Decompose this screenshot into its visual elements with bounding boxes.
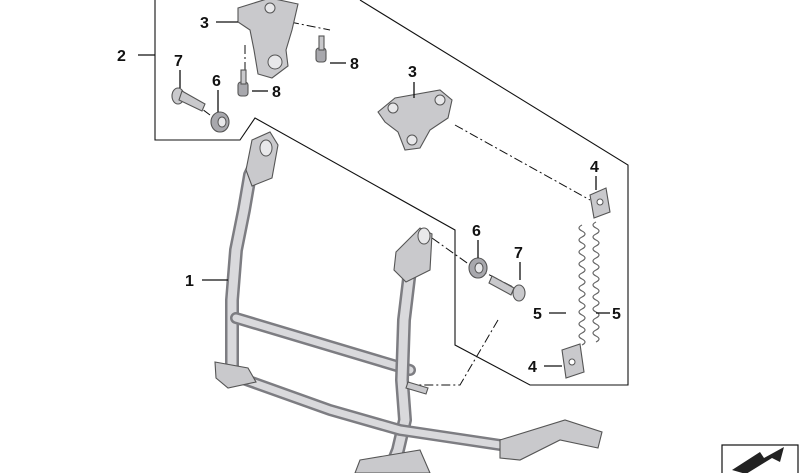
callout-4-bottom: 4 (528, 359, 537, 376)
screw-part-8-upper (315, 35, 327, 63)
bushing-part-6-left (210, 111, 230, 133)
bolt-part-7-right (488, 275, 526, 302)
callout-7-upper: 7 (174, 53, 183, 70)
spring-part-5-right (592, 221, 600, 343)
center-stand-part-1 (214, 131, 603, 473)
callout-3-top: 3 (200, 15, 209, 32)
direction-arrow-icon (721, 444, 799, 473)
callout-1: 1 (185, 273, 194, 290)
callout-4-top: 4 (590, 159, 599, 176)
bracket-middle-part-3 (377, 89, 453, 151)
callout-2: 2 (117, 48, 126, 65)
callout-6-upper: 6 (212, 73, 221, 90)
bushing-part-6-right (468, 257, 488, 279)
callout-5-left: 5 (533, 306, 542, 323)
screw-part-8-lower (237, 69, 249, 97)
callout-8-lower: 8 (272, 84, 281, 101)
bracket-upper-part-3 (237, 0, 299, 79)
callout-3-middle: 3 (408, 64, 417, 81)
callout-6-lower: 6 (472, 223, 481, 240)
callout-7-lower: 7 (514, 245, 523, 262)
bolt-part-7-left (171, 87, 206, 112)
spring-part-5-left (578, 224, 586, 346)
leader-lines (138, 21, 610, 367)
callout-5-right: 5 (612, 306, 621, 323)
callout-8-upper: 8 (350, 56, 359, 73)
group-bracket-2 (154, 0, 629, 386)
spring-hook-part-4-top (589, 187, 611, 219)
spring-hook-part-4-bottom (561, 343, 585, 379)
